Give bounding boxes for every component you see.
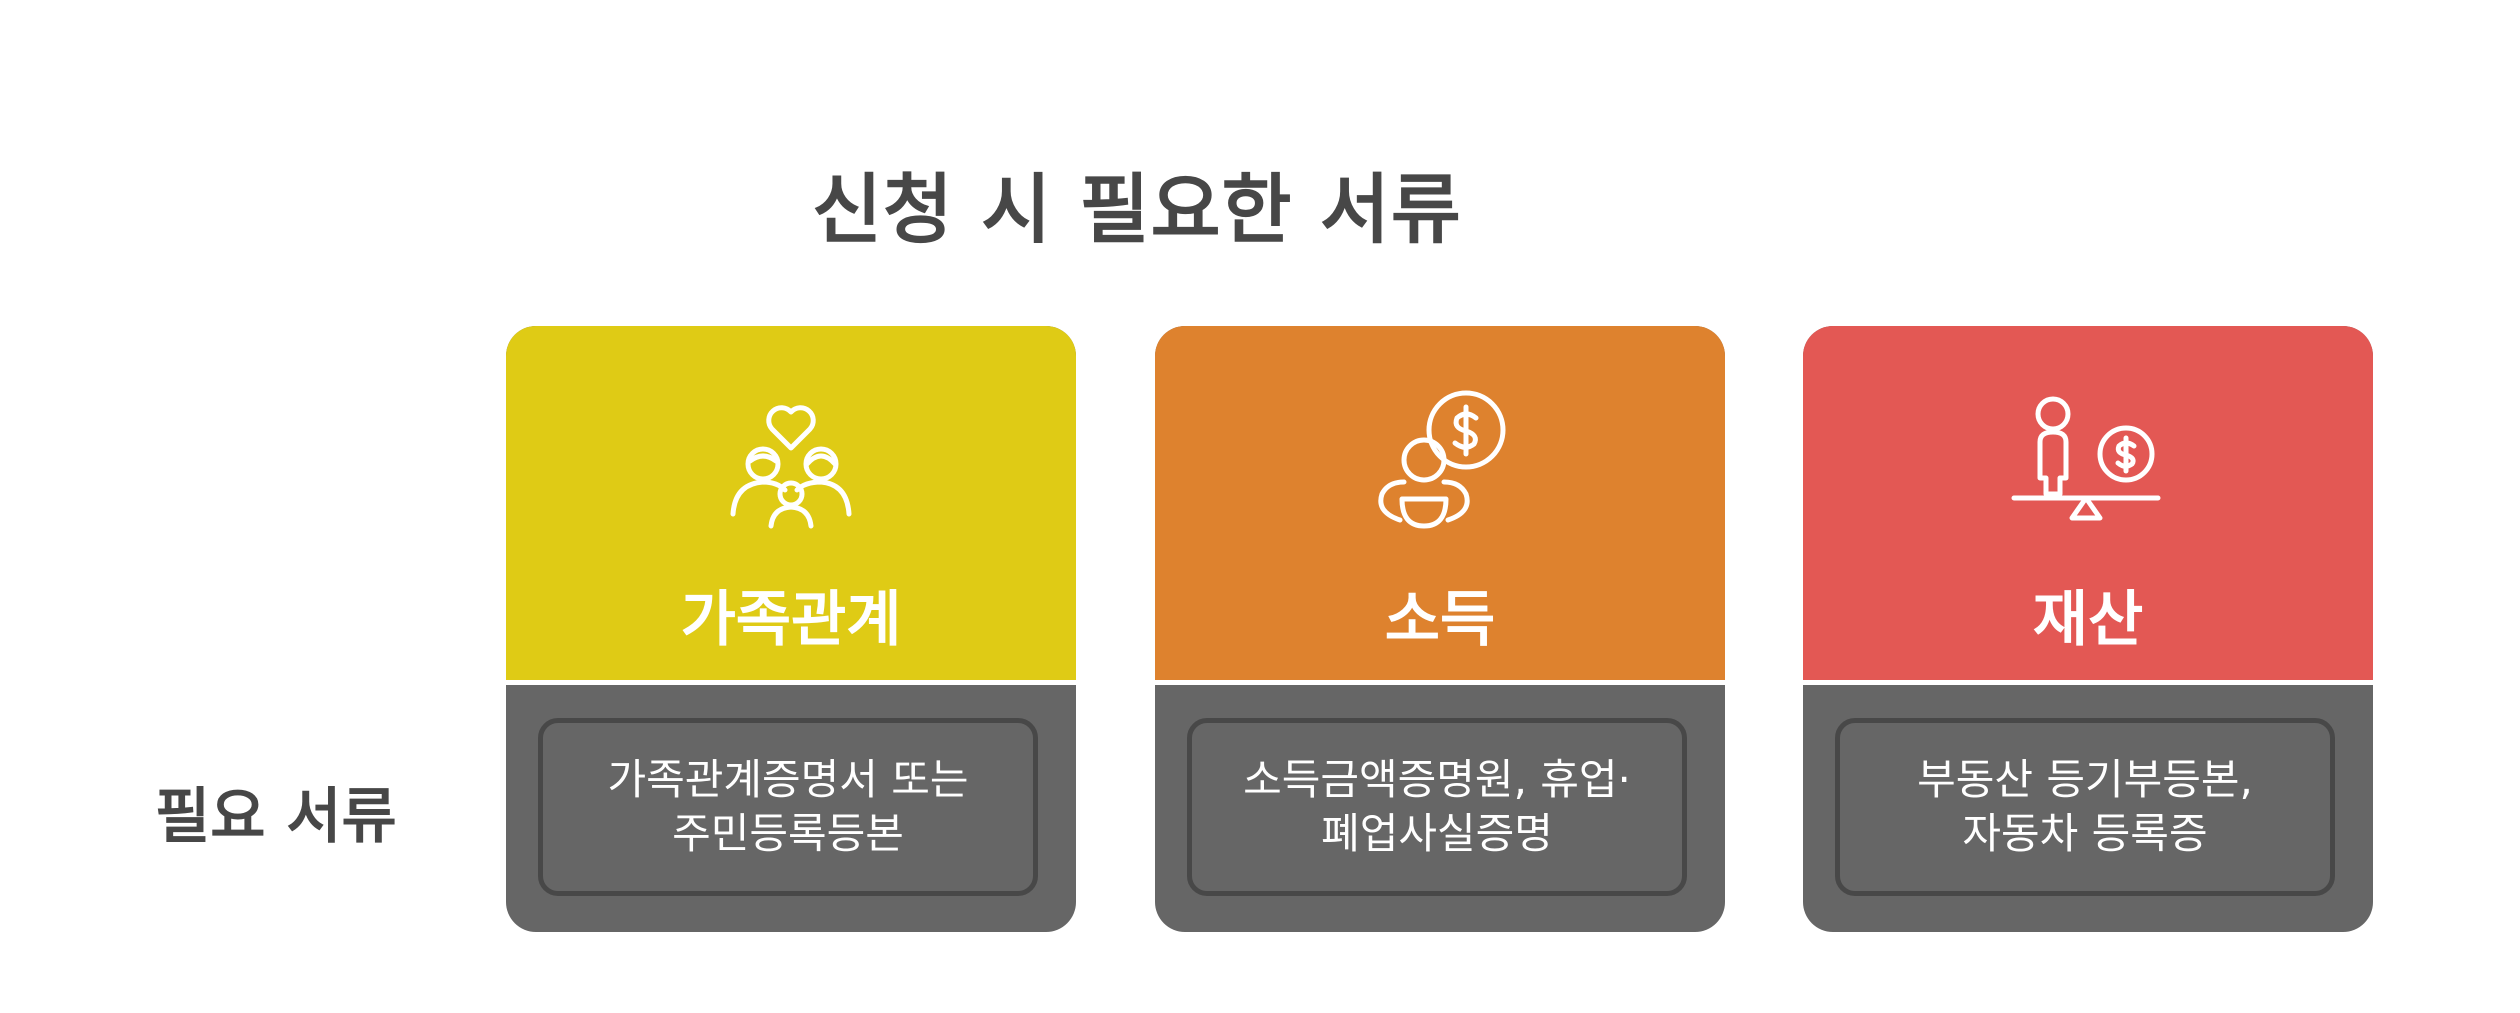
divider: [1803, 680, 2373, 685]
person-dollar-icon: [1360, 386, 1520, 546]
card-income: 소득 소득금액증명원, 휴업·폐업사실증명: [1155, 326, 1725, 932]
card-header: 가족관계: [506, 326, 1076, 680]
divider: [506, 680, 1076, 685]
card-title: 가족관계: [680, 585, 902, 655]
document-text: 가족관계증명서 또는 주민등록등본: [607, 755, 969, 858]
page-title: 신청 시 필요한 서류: [812, 165, 1462, 254]
card-asset: 재산 부동산 등기부등본, 자동차 등록증: [1803, 326, 2373, 932]
document-text: 부동산 등기부등본, 자동차 등록증: [1917, 755, 2253, 858]
document-text: 소득금액증명원, 휴업·폐업사실증명: [1243, 755, 1631, 858]
card-family: 가족관계 가족관계증명서 또는 주민등록등본: [506, 326, 1076, 932]
card-header: 소득: [1155, 326, 1725, 680]
card-header: 재산: [1803, 326, 2373, 680]
divider: [1155, 680, 1725, 685]
person-balance-dollar-icon: [2008, 386, 2168, 546]
row-label-required-documents: 필요 서류: [155, 782, 397, 852]
family-heart-icon: [711, 386, 871, 546]
document-box: 가족관계증명서 또는 주민등록등본: [538, 718, 1038, 896]
document-box: 부동산 등기부등본, 자동차 등록증: [1835, 718, 2335, 896]
document-box: 소득금액증명원, 휴업·폐업사실증명: [1187, 718, 1687, 896]
card-title: 재산: [2032, 585, 2144, 655]
card-title: 소득: [1384, 585, 1496, 655]
